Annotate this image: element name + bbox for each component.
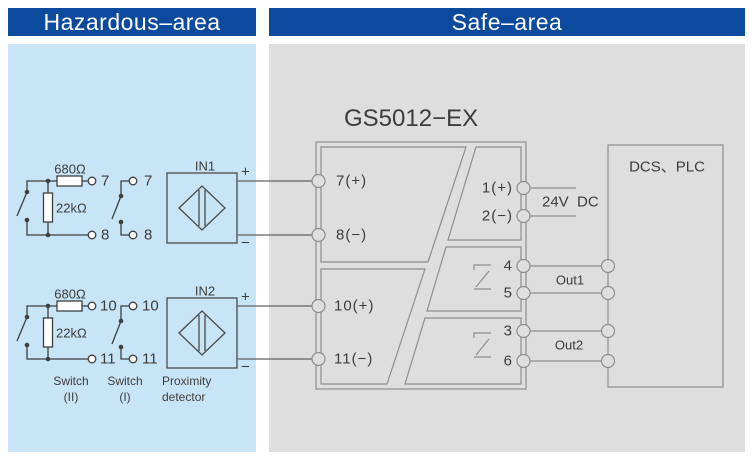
proximity-detector-in2-icon	[166, 297, 238, 369]
module-term-1-label: 1(+)	[481, 179, 513, 197]
resistor-22k-bottom-icon	[42, 317, 54, 348]
caption-detector-line1: Proximity	[162, 374, 212, 388]
switch-i-bottom-circuit	[111, 301, 138, 364]
module-term-7-label: 7(+)	[336, 172, 368, 190]
safe-side-wires	[530, 187, 602, 362]
terminal-7-label-a: 7	[101, 172, 110, 190]
resistor-680-top-label: 680Ω	[54, 161, 86, 177]
in1-minus-sign: −	[241, 234, 250, 252]
in1-label: IN1	[194, 158, 216, 174]
dcs-plc-terminals	[600, 258, 616, 369]
relay-contact-1-icon	[473, 264, 491, 290]
terminal-10-label-b: 10	[142, 297, 159, 315]
terminal-11-label-b: 11	[142, 350, 158, 368]
in2-plus-sign: +	[241, 288, 250, 306]
switch-i-top-circuit	[111, 176, 138, 240]
resistor-680-bottom-label: 680Ω	[54, 286, 86, 302]
module-title: GS5012−EX	[344, 105, 479, 132]
module-terminals	[311, 173, 531, 369]
module-term-11-label: 11(−)	[334, 350, 374, 368]
caption-switch-ii-line2: (II)	[63, 390, 79, 404]
power-24vdc-label: 24V DC	[542, 193, 599, 211]
field-wires	[237, 180, 312, 360]
module-term-2-label: 2(−)	[481, 207, 513, 225]
out2-label: Out2	[554, 337, 584, 353]
resistor-22k-bottom-label: 22kΩ	[56, 325, 87, 341]
switch-ii-top-circuit	[16, 175, 97, 240]
terminal-11-label-a: 11	[100, 350, 116, 368]
power-section	[447, 146, 522, 241]
in1-plus-sign: +	[241, 163, 250, 181]
in2-minus-sign: −	[241, 358, 250, 376]
caption-switch-ii-line1: Switch	[53, 374, 89, 388]
proximity-detector-in1-icon	[166, 172, 238, 244]
resistor-22k-top-label: 22kΩ	[56, 200, 87, 216]
in2-label: IN2	[194, 283, 216, 299]
module-term-6-label: 6	[503, 352, 512, 370]
safe-area-header: Safe–area	[269, 8, 745, 36]
caption-switch-i-line2: (I)	[119, 390, 131, 404]
dcs-plc-box	[607, 144, 724, 388]
relay1-section	[426, 246, 522, 312]
resistor-680-top-icon	[56, 175, 83, 187]
module-term-4-label: 4	[503, 257, 512, 275]
isolator-module-outline	[315, 141, 527, 390]
module-term-8-label: 8(−)	[336, 226, 368, 244]
terminal-10-label-a: 10	[100, 297, 117, 315]
switch-blade-icon	[16, 316, 28, 342]
resistor-680-bottom-icon	[56, 300, 83, 312]
dcs-plc-label: DCS、PLC	[629, 158, 705, 176]
caption-switch-i-line1: Switch	[107, 374, 143, 388]
input2-section	[320, 268, 426, 385]
module-term-3-label: 3	[503, 322, 512, 340]
out1-label: Out1	[555, 272, 585, 288]
module-term-10-label: 10(+)	[334, 297, 375, 315]
relay-contact-2-icon	[473, 332, 491, 358]
terminal-8-label-a: 8	[101, 226, 110, 244]
terminal-8-label-b: 8	[144, 226, 153, 244]
resistor-22k-top-icon	[42, 192, 54, 223]
switch-blade-icon	[111, 320, 122, 345]
switch-blade-icon	[16, 191, 28, 217]
switch-ii-bottom-circuit	[16, 300, 97, 364]
caption-detector-line2: detector	[162, 390, 206, 404]
hazardous-area-panel	[8, 44, 256, 452]
terminal-7-label-b: 7	[144, 172, 153, 190]
input1-section	[320, 146, 467, 263]
module-term-5-label: 5	[503, 284, 512, 302]
hazardous-area-header: Hazardous–area	[8, 8, 256, 36]
switch-blade-icon	[111, 195, 122, 220]
relay2-section	[404, 317, 522, 385]
